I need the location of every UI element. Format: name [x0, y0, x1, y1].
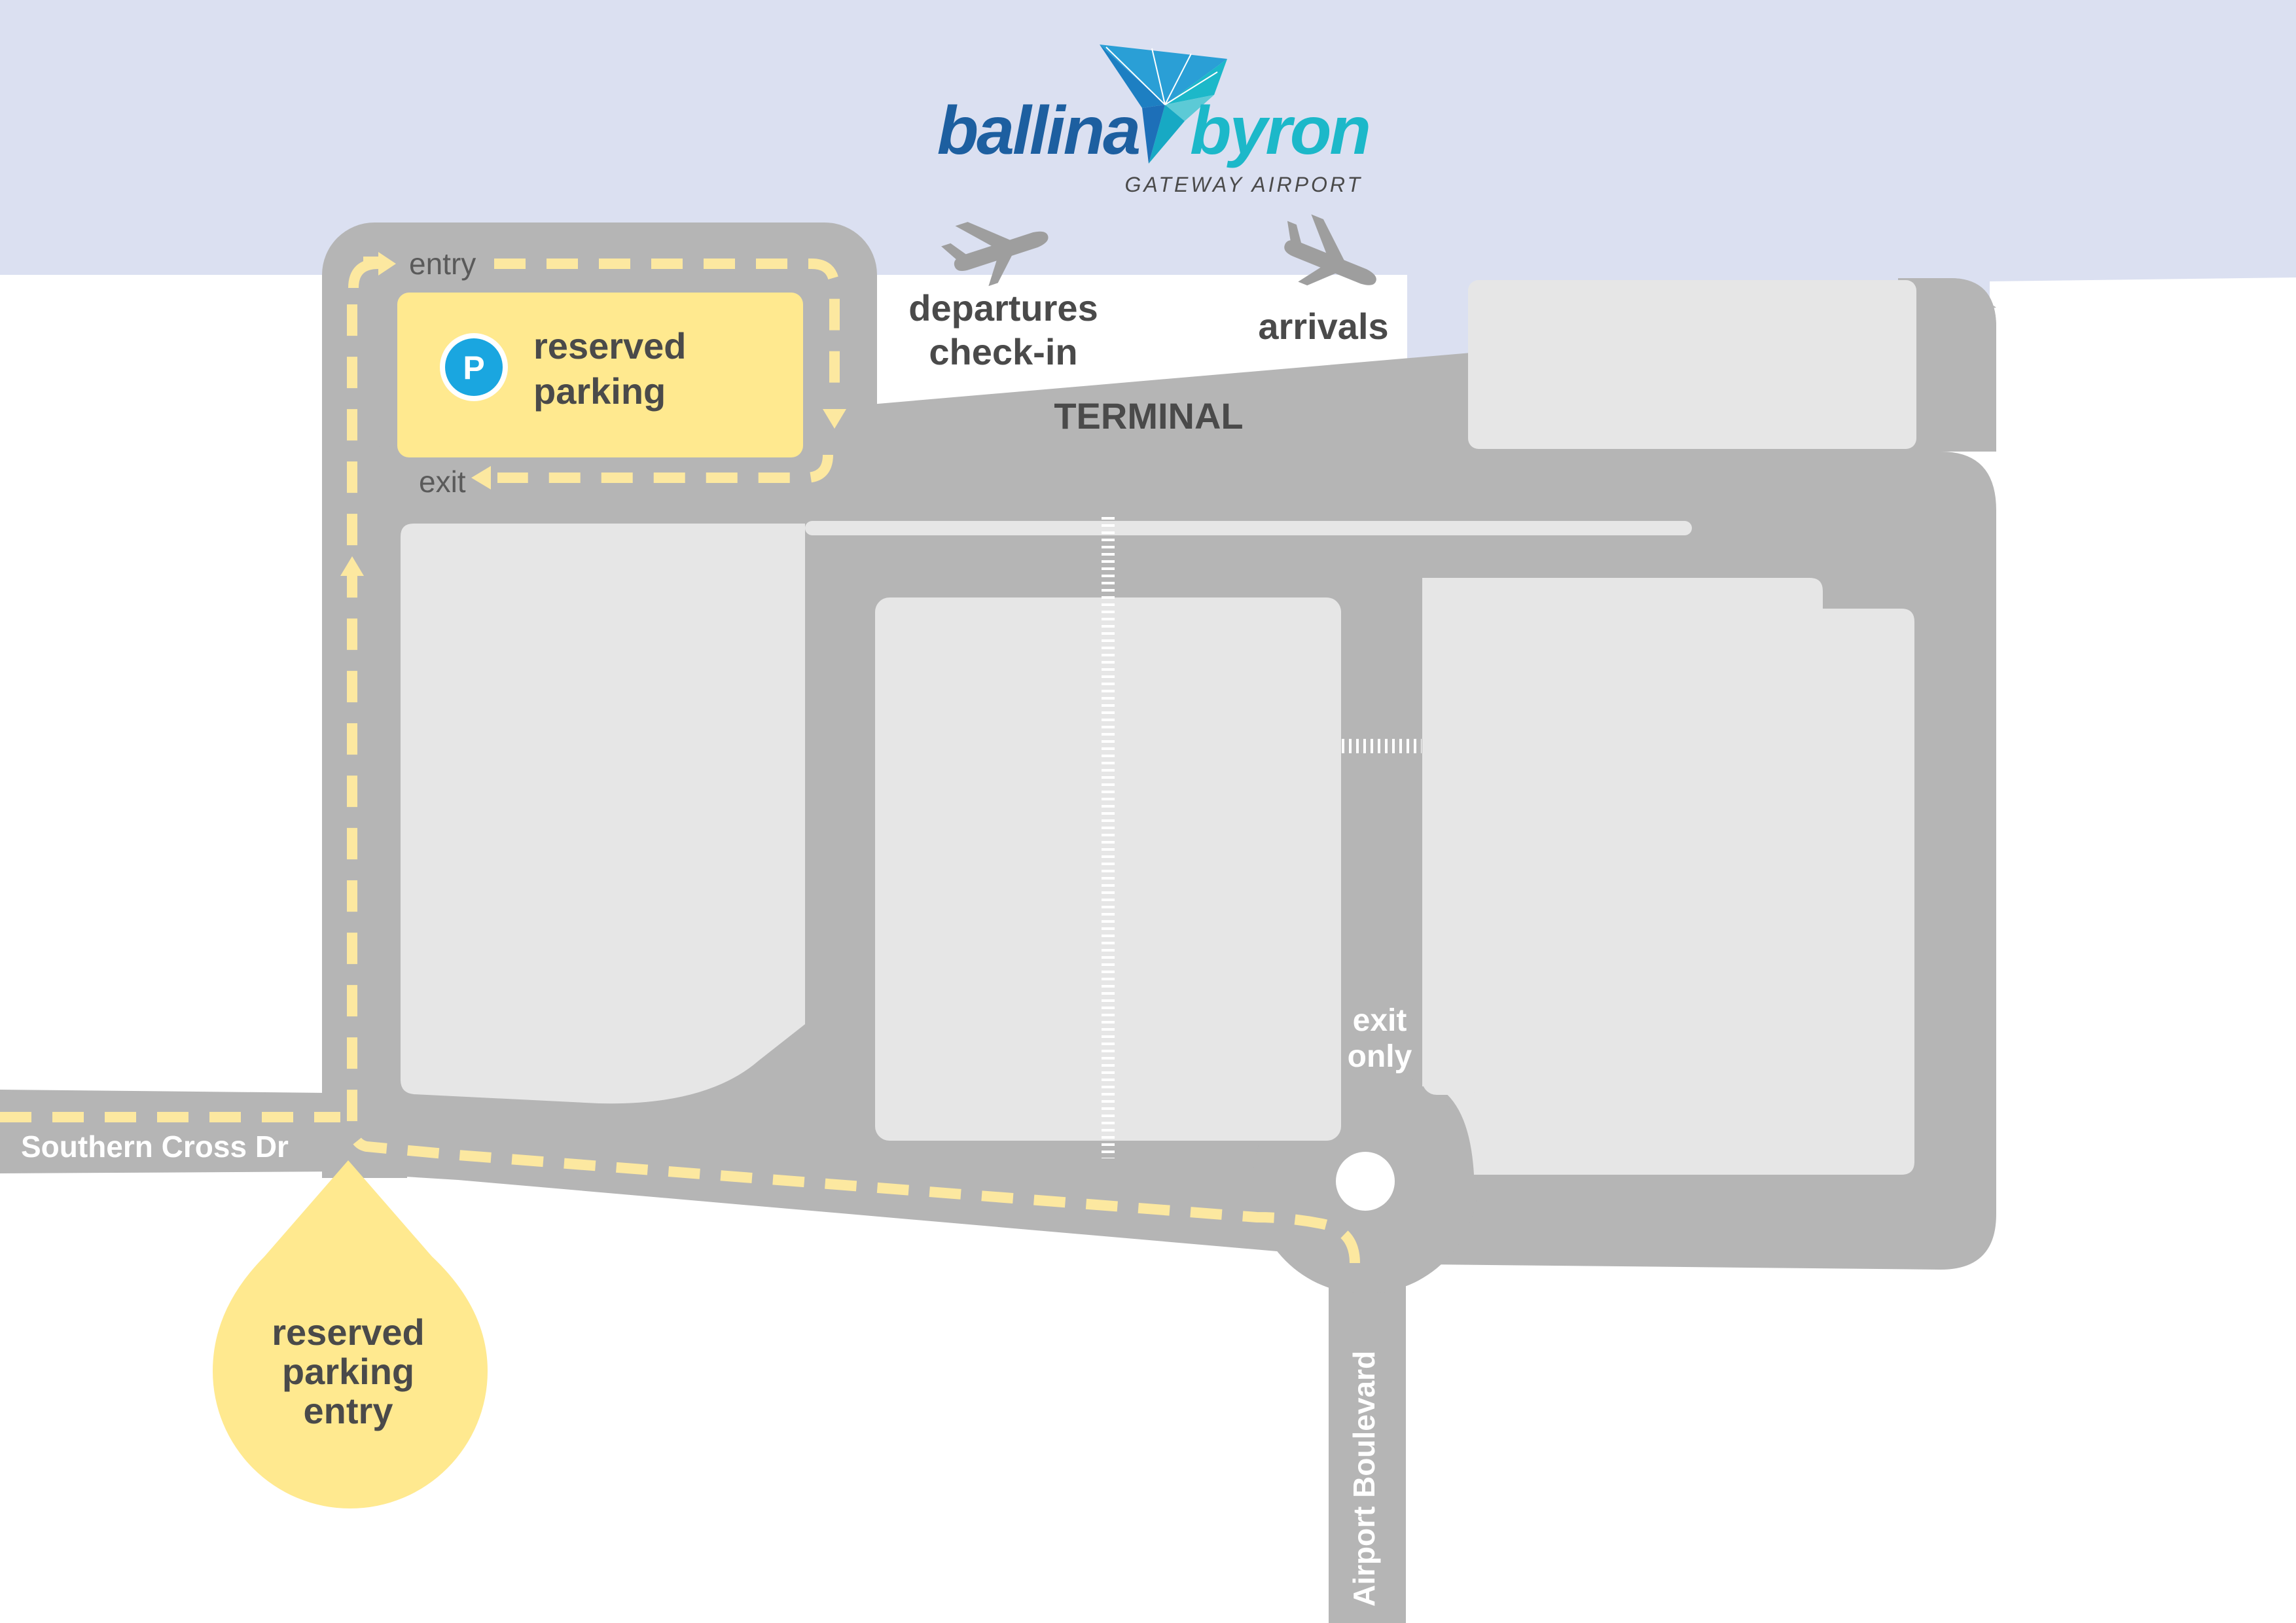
arrivals-label: arrivals — [1258, 306, 1388, 347]
exit-label: exit — [419, 465, 466, 499]
reserved-parking-label-line2: parking — [533, 370, 666, 412]
logo-mark-icon — [1100, 45, 1227, 164]
entry-label: entry — [409, 247, 476, 281]
route-corner — [348, 259, 379, 289]
west-lot — [401, 524, 805, 1104]
departures-plane-icon — [941, 222, 1049, 287]
ballina-byron-logo: ballina byron GATEWAY AIRPORT — [937, 45, 1371, 196]
long-term-lot — [1468, 280, 1916, 449]
service-lane — [805, 521, 1692, 535]
reserved-parking-label-line1: reserved — [533, 325, 687, 366]
reserved-parking-entry-marker: reserved parking entry — [213, 1160, 488, 1508]
logo-name-part2: byron — [1190, 93, 1369, 169]
terminal-label: TERMINAL — [1054, 395, 1243, 437]
east-lot — [1422, 578, 1914, 1175]
direction-arrow-icon — [340, 252, 846, 576]
entry-marker-line2: parking — [282, 1351, 414, 1392]
reserved-parking-lot — [397, 293, 803, 457]
entry-marker-line3: entry — [304, 1390, 393, 1431]
southern-cross-dr-label: Southern Cross Dr — [21, 1130, 289, 1164]
departures-label-line1: departures — [908, 287, 1098, 329]
arrivals-plane-icon — [1284, 214, 1376, 286]
departures-label-line2: check-in — [929, 331, 1077, 372]
roundabout-centre — [1336, 1152, 1395, 1211]
exit-only-line1: exit — [1353, 1003, 1407, 1038]
p-letter: P — [463, 349, 484, 386]
parking-p-icon: P — [440, 333, 508, 401]
logo-tagline: GATEWAY AIRPORT — [1125, 173, 1363, 196]
exit-only-line2: only — [1348, 1039, 1412, 1074]
airport-boulevard-label: Airport Boulevard — [1347, 1351, 1381, 1607]
logo-name-part1: ballina — [937, 93, 1139, 169]
parking-lots — [401, 280, 1916, 1175]
entry-marker-line1: reserved — [272, 1311, 425, 1353]
central-lot — [875, 597, 1341, 1141]
